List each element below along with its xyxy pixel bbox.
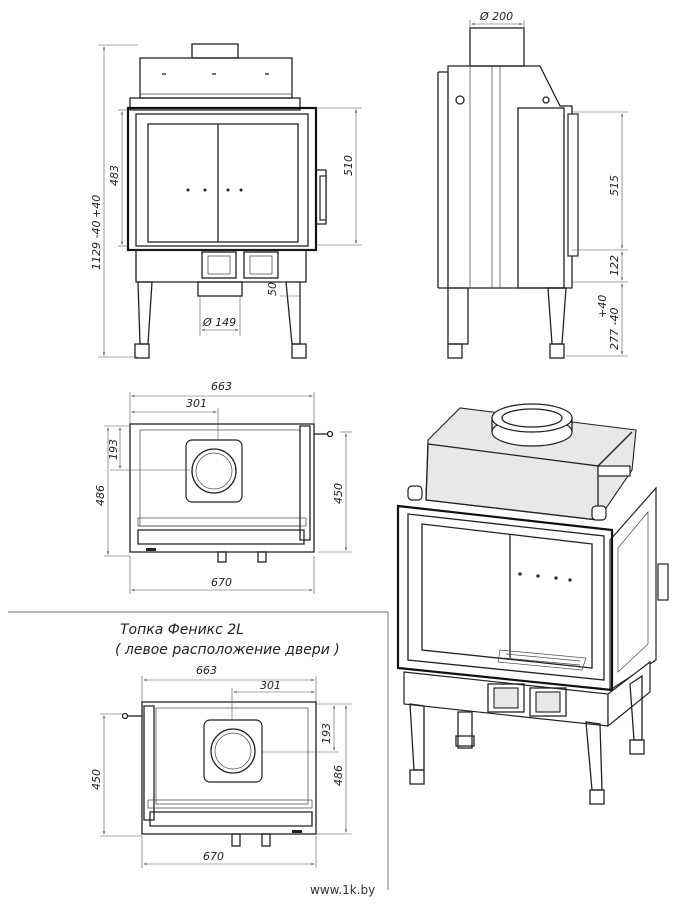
dim-width-bottom-right: 670 — [211, 576, 232, 589]
dim-height-515: 515 — [608, 175, 621, 196]
front-view — [98, 43, 362, 359]
section-divider — [8, 611, 389, 890]
dim-glass-height: 483 — [108, 165, 121, 186]
dim-depth-450-right: 450 — [332, 483, 345, 504]
watermark: www.1k.by — [310, 883, 375, 897]
perspective-view — [396, 403, 669, 805]
dim-width-top-left: 663 — [196, 664, 217, 677]
caption-door-position: ( левое расположение двери ) — [115, 642, 340, 658]
side-view — [437, 20, 628, 359]
dim-offset-left: 301 — [260, 679, 281, 692]
dim-depth-total-left: 486 — [332, 765, 345, 786]
dim-leg-plus: +40 — [596, 295, 609, 318]
dim-side-small: 50 — [266, 282, 279, 296]
dim-duct-diameter: Ø 149 — [202, 316, 236, 329]
dim-total-height-plus: +40 — [90, 195, 103, 218]
dim-depth-small-left: 193 — [320, 723, 333, 744]
dim-width-top-right: 663 — [211, 380, 232, 393]
dim-depth-total-right: 486 — [94, 485, 107, 506]
dim-width-bottom-left: 670 — [203, 850, 224, 863]
dim-depth-small-right: 193 — [107, 439, 120, 460]
dim-door-height: 510 — [342, 155, 355, 176]
dim-total-height-range: 1129 -40 — [90, 221, 103, 270]
caption-model: Топка Феникс 2L — [120, 622, 244, 638]
dim-flue-diameter: Ø 200 — [479, 10, 513, 23]
dim-offset-right: 301 — [186, 397, 207, 410]
top-view-right — [104, 392, 352, 594]
top-view-left — [100, 676, 352, 868]
dim-leg-range: 277 -40 — [608, 308, 621, 350]
dim-height-122: 122 — [608, 255, 621, 276]
dim-depth-450-left: 450 — [90, 769, 103, 790]
